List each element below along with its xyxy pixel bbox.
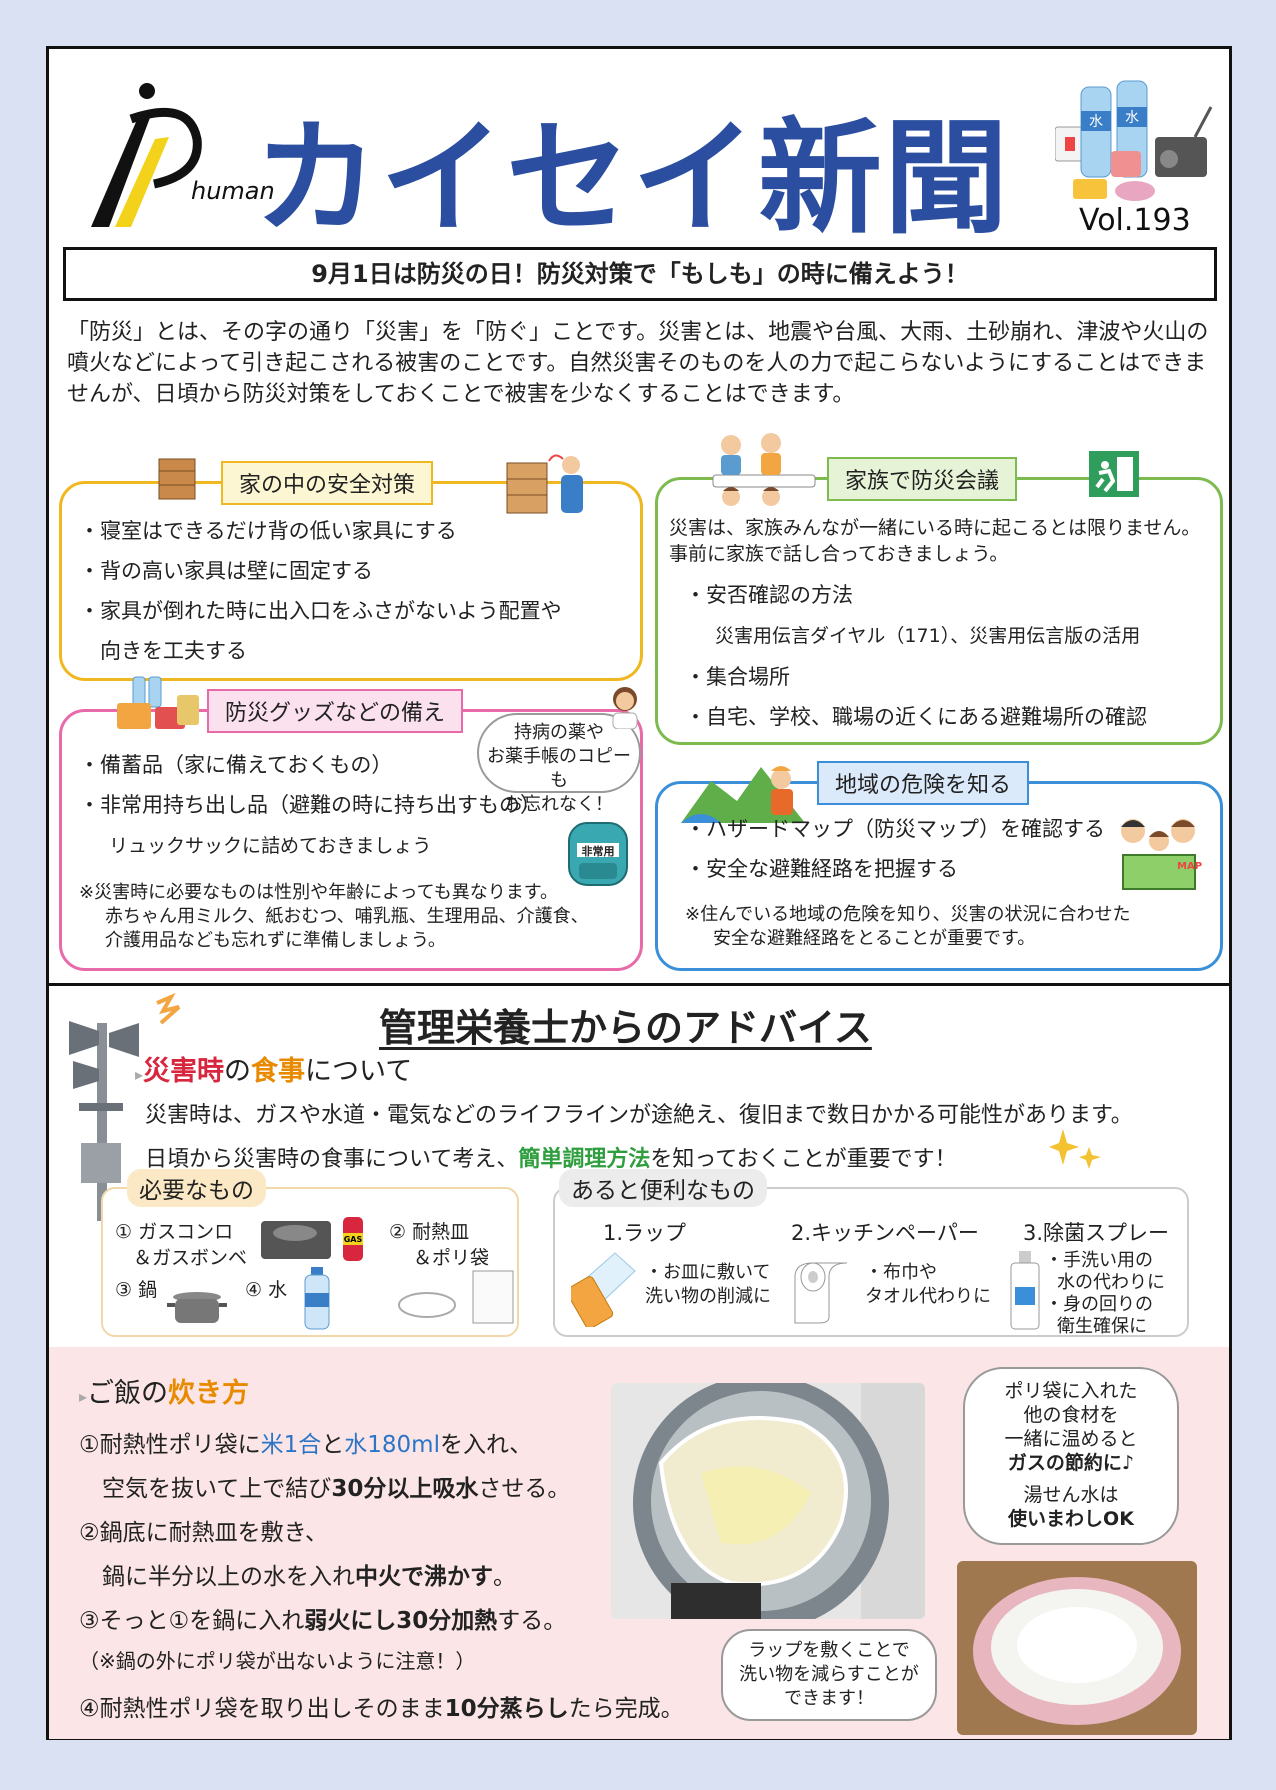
person-fixing-furniture-icon	[506, 454, 583, 514]
family-meeting-lead-2: 事前に家族で話し合っておきましょう。	[669, 543, 1009, 565]
paper-desc-2: タオル代わりに	[865, 1286, 991, 1307]
local-risk-item-1: ・ハザードマップ（防災マップ）を確認する	[685, 817, 1105, 841]
goods-item-3: リュックサックに詰めておきましょう	[109, 835, 432, 857]
rice-step-3-note: （※鍋の外にポリ袋が出ないように注意！）	[79, 1649, 476, 1673]
sanitizer-spray-icon	[1010, 1251, 1040, 1330]
volume-number: Vol.193	[1079, 203, 1191, 238]
rice-step-1b: 空気を抜いて上で結び30分以上吸水させる。	[79, 1476, 571, 1502]
home-safety-item-4: 向きを工夫する	[79, 639, 247, 663]
rice-step-2b: 鍋に半分以上の水を入れ中火で沸かす。	[79, 1564, 516, 1590]
needed-item-water: ④ 水	[245, 1279, 288, 1301]
rice-subheading: ▸ご飯の炊き方	[79, 1378, 250, 1409]
advice-title: 管理栄養士からのアドバイス	[379, 1006, 872, 1050]
goods-item-2: ・非常用持ち出し品（避難の時に持ち出すもの）	[79, 793, 541, 817]
convenient-item-spray-name: 3.除菌スプレー	[1023, 1221, 1170, 1245]
disaster-food-subheading: ▸災害時の食事について	[135, 1056, 413, 1087]
goods-note-2: 赤ちゃん用ミルク、紙おむつ、哺乳瓶、生理用品、介護食、	[105, 906, 589, 927]
home-safety-item-1: ・寝室はできるだけ背の低い家具にする	[79, 519, 457, 543]
drawer-cabinet-icon	[158, 458, 196, 500]
home-safety-item-3: ・家具が倒れた時に出入口をふさがないよう配置や	[79, 599, 562, 623]
family-meeting-lead-1: 災害は、家族みんなが一緒にいる時に起こるとは限りません。	[669, 517, 1201, 539]
emergency-food-icon	[117, 676, 199, 729]
advice-paragraph-1: 災害時は、ガスや水道・電気などのライフラインが途絶え、復旧まで数日かかる可能性が…	[145, 1103, 1133, 1128]
rice-step-4: ④耐熱性ポリ袋を取り出しそのまま10分蒸らしたら完成。	[79, 1696, 684, 1722]
spray-desc-3: ・身の回りの	[1045, 1294, 1153, 1315]
family-meeting-item-2: 災害用伝言ダイヤル（171）、災害用伝言版の活用	[715, 625, 1141, 647]
svg-text:水: 水	[1125, 110, 1139, 126]
convenient-items-box	[553, 1187, 1189, 1337]
home-safety-item-2: ・背の高い家具は壁に固定する	[79, 559, 373, 583]
headline: 9月1日は防災の日！防災対策で「もしも」の時に備えよう！	[63, 247, 1217, 301]
svg-text:MAP: MAP	[1177, 861, 1202, 872]
local-risk-note-2: 安全な避難経路をとることが重要です。	[713, 928, 1036, 949]
needed-item-pot: ③ 鍋	[115, 1279, 158, 1301]
logo-text: human	[191, 177, 275, 205]
landslide-rescue-icon	[681, 766, 805, 823]
needed-items-title: 必要なもの	[127, 1169, 266, 1207]
bullet-triangle-icon: ▸	[135, 1065, 144, 1084]
plate-and-bag-icon	[398, 1270, 514, 1324]
wrap-desc-2: 洗い物の削減に	[645, 1286, 771, 1307]
emergency-exit-sign-icon	[1089, 451, 1139, 497]
section-divider	[49, 983, 1229, 986]
gas-saving-tip-bubble: ポリ袋に入れた 他の食材を 一緒に温めると ガスの節約に♪ 湯せん水は 使いまわ…	[963, 1367, 1179, 1545]
human-logo-icon	[91, 83, 202, 227]
pot-with-bag-photo	[611, 1383, 925, 1619]
local-risk-note-1: ※住んでいる地域の危険を知り、災害の状況に合わせた	[685, 904, 1131, 925]
needed-item-gas-stove: ① ガスコンロ	[115, 1221, 234, 1243]
paper-desc-1: ・布巾や	[865, 1262, 937, 1283]
advice-paragraph-2: 日頃から災害時の食事について考え、簡単調理方法を知っておくことが重要です！	[145, 1147, 957, 1172]
rice-step-3: ③そっと①を鍋に入れ弱火にし30分加熱する。	[79, 1608, 567, 1634]
home-safety-box	[59, 481, 643, 681]
svg-text:非常用: 非常用	[582, 844, 615, 858]
newsletter-title: カイセイ新聞	[254, 107, 1011, 251]
family-meeting-title: 家族で防災会議	[827, 457, 1018, 501]
goods-note-3: 介護用品なども忘れずに準備しましょう。	[105, 930, 446, 951]
family-reading-map-icon: MAP	[1121, 819, 1202, 890]
spray-desc-1: ・手洗い用の	[1045, 1250, 1153, 1271]
wrap-desc-1: ・お皿に敷いて	[645, 1262, 771, 1283]
goods-item-1: ・備蓄品（家に備えておくもの）	[79, 753, 393, 777]
local-risk-title: 地域の危険を知る	[817, 761, 1030, 805]
family-meeting-item-4: ・自宅、学校、職場の近くにある避難場所の確認	[685, 705, 1147, 729]
rice-step-2: ②鍋底に耐熱皿を敷き、	[79, 1520, 329, 1546]
pot-icon	[167, 1292, 227, 1323]
goods-title: 防災グッズなどの備え	[207, 689, 464, 733]
convenient-items-title: あると便利なもの	[559, 1169, 767, 1207]
pharmacist-icon	[612, 687, 638, 729]
emergency-supplies-icon: 水 水	[1055, 80, 1213, 201]
needed-item-heatproof-plate: ② 耐熱皿	[389, 1221, 470, 1243]
svg-text:水: 水	[1089, 114, 1103, 130]
bullet-triangle-icon: ▸	[79, 1387, 88, 1406]
kitchen-paper-icon	[794, 1262, 848, 1324]
rice-step-1: ①耐熱性ポリ袋に米1合と水180mlを入れ、	[79, 1432, 533, 1458]
family-meeting-item-1: ・安否確認の方法	[685, 583, 853, 607]
family-meeting-icon	[712, 433, 816, 506]
gas-stove-icon: GAS	[261, 1217, 363, 1261]
home-safety-title: 家の中の安全対策	[221, 461, 434, 505]
cooked-rice-photo	[957, 1561, 1197, 1735]
needed-item-plastic-bag: ＆ポリ袋	[413, 1247, 490, 1269]
local-risk-item-2: ・安全な避難経路を把握する	[685, 857, 958, 881]
svg-text:GAS: GAS	[344, 1235, 363, 1244]
water-bottle-icon	[304, 1267, 330, 1330]
wrap-tip-bubble: ラップを敷くことで 洗い物を減らすことが できます！	[721, 1629, 937, 1721]
sparkle-icon	[1049, 1129, 1101, 1169]
convenient-item-paper-name: 2.キッチンペーパー	[791, 1221, 979, 1245]
family-meeting-item-3: ・集合場所	[685, 665, 790, 689]
goods-note-1: ※災害時に必要なものは性別や年齢によっても異なります。	[79, 882, 558, 903]
plastic-wrap-icon	[571, 1252, 636, 1327]
spray-desc-2: 水の代わりに	[1057, 1272, 1165, 1293]
intro-paragraph: 「防災」とは、その字の通り「災害」を「防ぐ」ことです。災害とは、地震や台風、大雨…	[67, 320, 1209, 407]
loudspeaker-pole-icon	[69, 993, 181, 1221]
newsletter-page: human カイセイ新聞 水 水 Vol.193 9月1日は防災の日！防災対策で…	[46, 46, 1232, 1740]
convenient-item-wrap-name: 1.ラップ	[603, 1221, 687, 1245]
needed-item-gas-canister: ＆ガスボンベ	[133, 1247, 248, 1269]
emergency-backpack-icon: 非常用	[568, 822, 628, 886]
spray-desc-4: 衛生確保に	[1057, 1316, 1147, 1337]
